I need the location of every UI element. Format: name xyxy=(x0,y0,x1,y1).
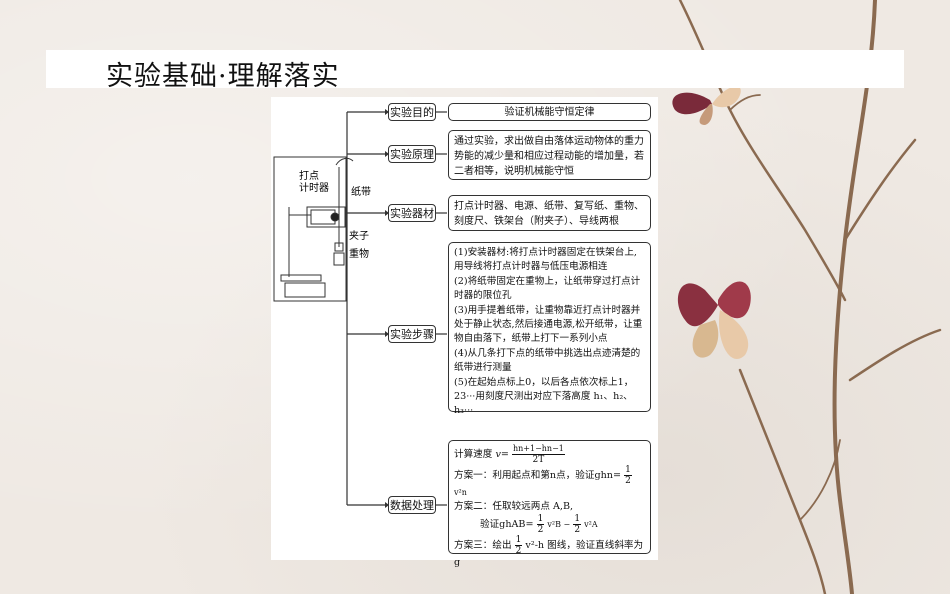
step-4: (4)从几条打下点的纸带中挑选出点迹清楚的纸带进行测量 xyxy=(454,347,641,374)
label-weight: 重物 xyxy=(349,249,369,260)
slide-title: 实验基础·理解落实 xyxy=(106,61,340,92)
step-1: (1)安装器材:将打点计时器固定在铁架台上,用导线将打点计时器与低压电源相连 xyxy=(454,247,637,273)
equipment-box: 打点计时器、电源、纸带、复写纸、重物、刻度尺、铁架台（附夹子）、导线两根 xyxy=(448,195,651,231)
branch-decoration xyxy=(672,0,942,594)
tag-steps: 实验步骤 xyxy=(388,325,436,343)
purpose-box: 验证机械能守恒定律 xyxy=(448,103,651,121)
butterfly-icon xyxy=(677,281,751,359)
apparatus-drawing xyxy=(273,156,354,302)
butterfly-icon xyxy=(672,86,741,125)
plan-2: 方案二：任取较远两点 A,B, xyxy=(454,501,574,512)
title-bar: 实验基础·理解落实 xyxy=(46,50,904,92)
label-clip: 夹子 xyxy=(349,231,369,242)
step-2: (2)将纸带固定在重物上，让纸带穿过打点计时器的限位孔 xyxy=(454,275,641,302)
principle-box: 通过实验，求出做自由落体运动物体的重力势能的减少量和相应过程动能的增加量，若二者… xyxy=(448,130,651,180)
tag-principle: 实验原理 xyxy=(388,145,436,163)
tag-data: 数据处理 xyxy=(388,496,436,514)
tag-purpose: 实验目的 xyxy=(388,103,436,121)
connector-lines xyxy=(273,109,447,508)
label-tape: 纸带 xyxy=(351,187,371,198)
equipment-text: 打点计时器、电源、纸带、复写纸、重物、刻度尺、铁架台（附夹子）、导线两根 xyxy=(454,201,644,227)
principle-text: 通过实验，求出做自由落体运动物体的重力势能的减少量和相应过程动能的增加量，若二者… xyxy=(454,136,644,177)
purpose-text: 验证机械能守恒定律 xyxy=(504,107,595,118)
tag-equipment: 实验器材 xyxy=(388,204,436,222)
steps-box: (1)安装器材:将打点计时器固定在铁架台上,用导线将打点计时器与低压电源相连 (… xyxy=(448,242,651,416)
diagram-panel: 打点 计时器 纸带 夹子 重物 实验目的 实验原理 实验器材 实验步骤 数据处理… xyxy=(271,97,658,568)
label-timer: 打点 计时器 xyxy=(299,171,329,194)
step-5: (5)在起始点标上0，以后各点依次标上1，23···用刻度尺测出对应下落高度 h… xyxy=(454,376,634,417)
step-3: (3)用手提着纸带，让重物靠近打点计时器并处于静止状态,然后接通电源,松开纸带，… xyxy=(454,304,643,345)
